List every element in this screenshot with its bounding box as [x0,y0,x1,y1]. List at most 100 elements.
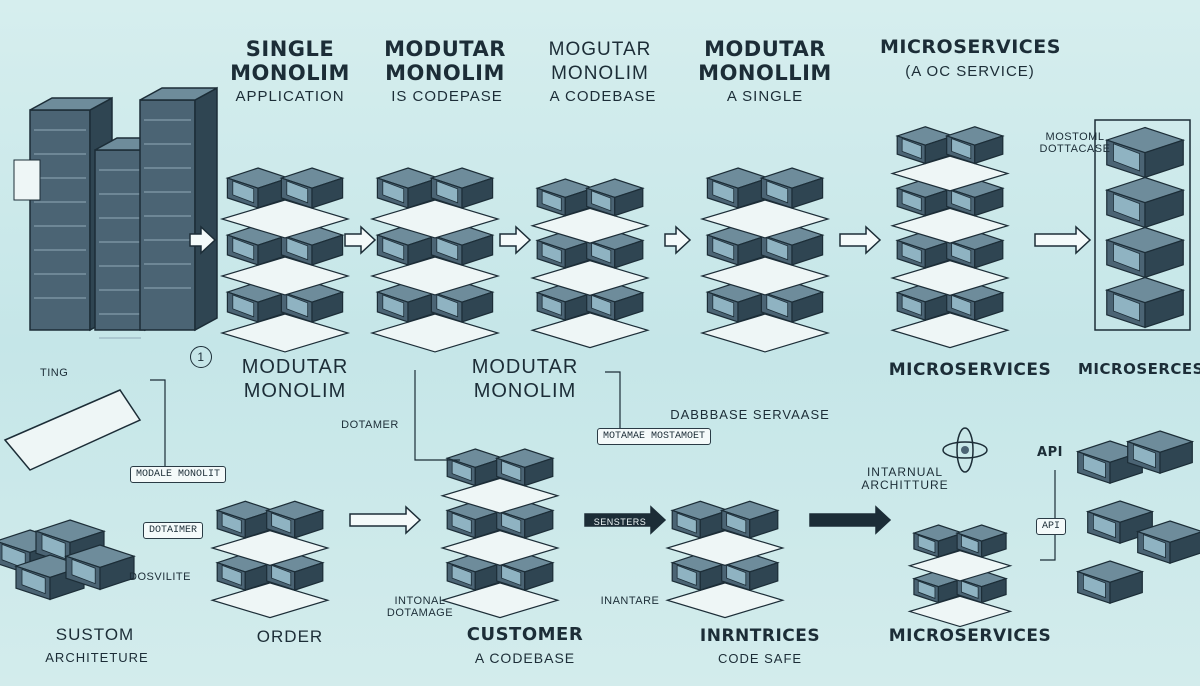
server-3-right [1169,531,1200,565]
stack8-cube-0b-screen [726,564,747,586]
stack1-cube-1a-screen [232,237,255,261]
microservices-a: MICROSERVICES [888,360,1052,380]
stack3-cube-1b-right [614,239,644,269]
stack1-cube-0a-screen [232,294,255,318]
stack4-cube-1a-screen [712,237,735,261]
c1-title: SUSTOM [55,625,135,644]
internal-note: INTARNUAL ARCHITTURE [861,465,949,492]
tower-2-top [139,87,218,101]
server-4-right [1109,570,1143,605]
stack9-cube-0b-screen [961,580,979,599]
stack2-cube-0b-screen [436,294,459,318]
c2-title: ORDER [256,627,324,646]
col2-title2: MONOLIM [385,61,505,85]
stack5-plate-1 [890,260,1010,296]
note-inantare: INANTARE [600,595,660,607]
stack5-cube-1a-screen [901,242,922,264]
rack-cube-1-screen [1113,193,1140,222]
stack6-cube-1b-right [294,509,324,539]
stack8-plate-1 [665,530,785,566]
connector-2 [414,370,460,461]
server-4-screen [1083,574,1106,599]
col1-title: SINGLE [245,37,335,61]
c4-subtitle: CODE SAFE [717,651,803,666]
stack3-cube-0a-screen [541,294,562,316]
server-2-right [1119,510,1153,545]
microservices-b: MICROSERCES [1078,360,1200,378]
stack1-cube-2a-screen [232,180,255,204]
stack5-cube-3b-screen [951,138,972,160]
rack-cube-0-screen [1113,143,1140,172]
stack3-cube-0b-screen [591,294,612,316]
stack3-cube-1a-screen [541,242,562,264]
stack9-plate-0 [907,595,1013,628]
stack4-cube-2b-right [791,177,824,209]
stack3-cube-2a-screen [541,190,562,212]
rack-cube-2-screen [1113,243,1140,272]
stack5-plate-3 [890,155,1010,192]
tag-dotaimer: DOTAIMER [143,522,204,539]
server-1-screen [1133,444,1156,469]
stack5-cube-2b-screen [951,190,972,212]
stack3-plate-2 [530,207,650,244]
stack9-plate-1 [907,550,1013,582]
stack2-cube-2b-right [461,177,494,209]
tag-dotamer: DOTAMER [341,419,399,431]
left-cube-3-right [99,555,135,591]
col4-title2: MONOLLIM [698,61,832,85]
rack-frame [1094,119,1191,331]
left-cube-3-screen [71,558,96,585]
api-label: API [1037,445,1063,460]
stack6-cube-0b-right [294,561,324,591]
c3-title: CUSTOMER [466,624,584,645]
c5-title: MICROSERVICES [888,626,1052,646]
stack6-cube-0a-screen [221,564,242,586]
stack4-plate-2 [699,199,831,239]
stack4-plate-1 [699,256,831,296]
stack1-cube-1b-right [311,234,344,266]
stack6-cube-1b-screen [271,512,292,534]
stack1-cube-1b-screen [286,237,309,261]
col1-subtitle: APPLICATION [235,88,345,105]
modutar-b-title: MODUTAR [471,356,579,378]
stack6-cube-0b-screen [271,564,292,586]
stack5-plate-2 [890,207,1010,244]
stack2-cube-1a-screen [382,237,405,261]
tag-modale-monolit: MODALE MONOLIT [130,466,227,483]
atom-icon [942,441,988,459]
col2-subtitle: IS CODEPASE [391,88,503,105]
atom-icon-ring [956,427,974,473]
arrow-top-5 [839,225,882,255]
stack5-cube-0b-screen [951,294,972,316]
stack8-cube-1b-screen [726,512,747,534]
connector-4 [1040,470,1056,561]
stack3-cube-2b-right [614,187,644,217]
stack7-cube-0a-screen [451,564,472,586]
c1-subtitle: ARCHITETURE [45,650,149,665]
stack9-cube-1a-screen [917,534,936,554]
stack3-plate-1 [530,260,650,296]
stack9-cube-1b-screen [961,534,979,554]
col2-title: MODUTAR [384,37,506,61]
stack3-cube-1b-screen [591,242,612,264]
server-3-screen [1143,534,1166,559]
side-note: MOSTOML DOTTACASE [1039,131,1111,155]
stack1-plate-1 [219,256,351,296]
stack7-cube-0b-screen [501,564,522,586]
stack4-cube-2a-screen [712,180,735,204]
atom-icon-core [961,446,969,454]
tag-motamae: MOTAMAE MOSTAMOET [597,428,712,445]
db-note: DABBBASE SERVAASE [670,407,830,422]
stack7-cube-2a-screen [451,460,472,482]
stack2-cube-2a-screen [382,180,405,204]
stack8-cube-0a-screen [676,564,697,586]
stack7-plate-2 [440,477,560,514]
stack8-cube-0b-right [749,561,779,591]
stack4-cube-0b-right [791,291,824,323]
tower-0-top [29,97,113,111]
col5-title: MICROSERVICES [880,36,1061,58]
stack7-plate-0 [440,582,560,619]
note-intonal: INTONAL DOTAMAGE [386,595,454,619]
stack2-cube-1b-right [461,234,494,266]
